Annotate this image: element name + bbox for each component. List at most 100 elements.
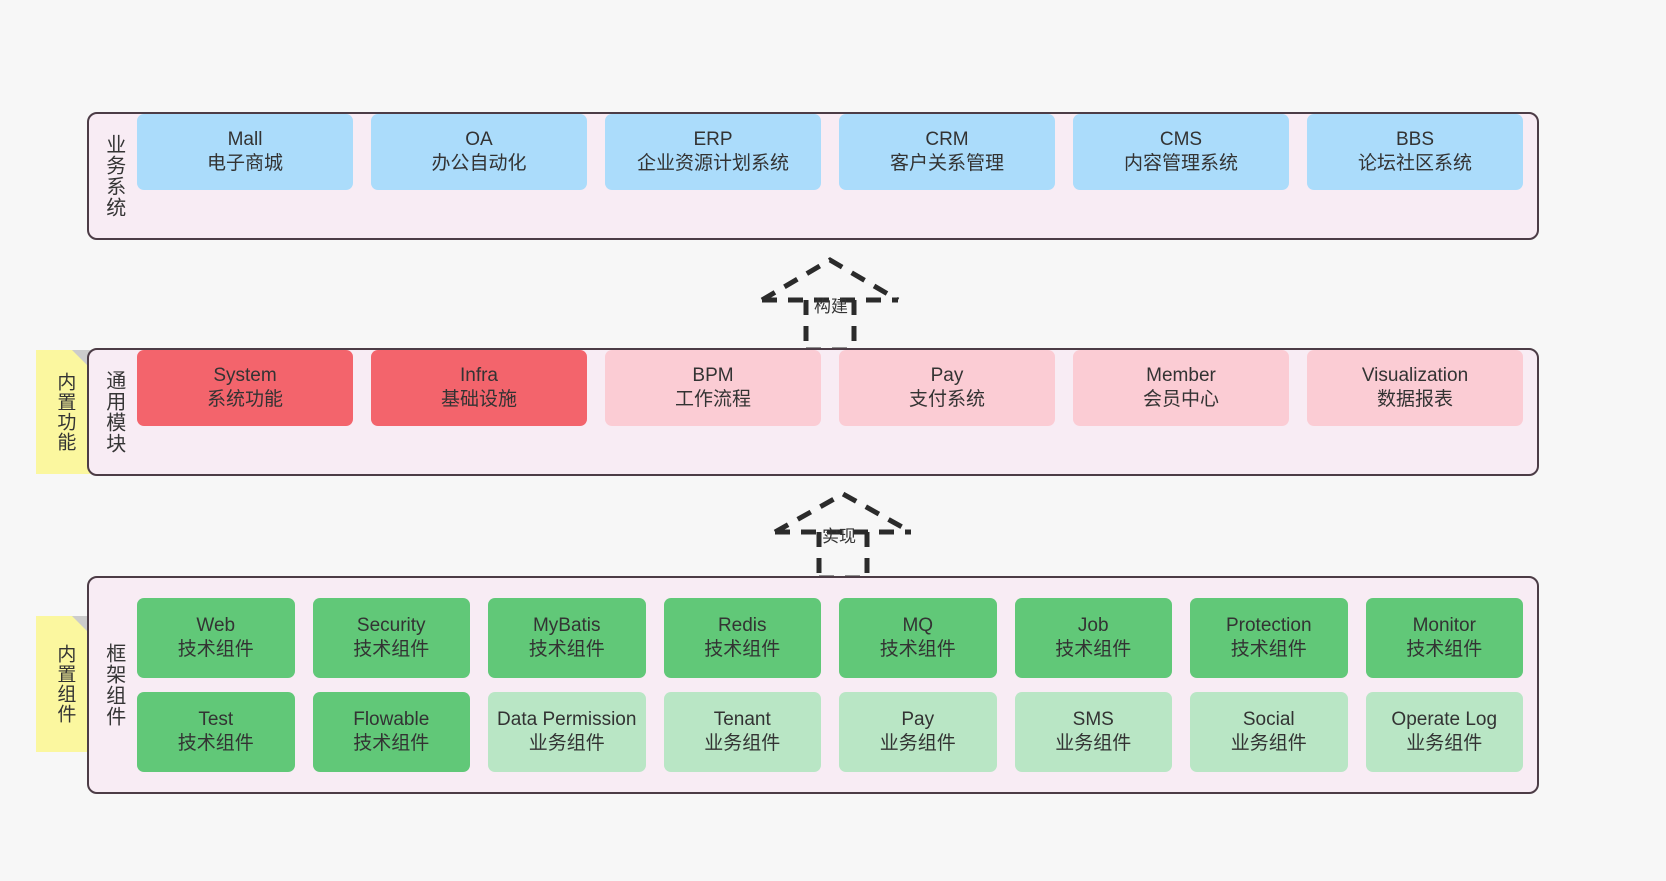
module-card-security[interactable]: Security 技术组件 xyxy=(312,598,470,678)
module-card-oa[interactable]: OA 办公自动化 xyxy=(371,114,587,190)
layer-title-framework: 框架组件 xyxy=(102,643,125,727)
module-card-system[interactable]: System 系统功能 xyxy=(137,350,353,426)
card-title: Mall xyxy=(227,129,263,151)
card-title: Visualization xyxy=(1361,365,1469,387)
connector-implement-label: 实现 xyxy=(822,527,856,546)
card-title: Redis xyxy=(717,615,767,637)
card-title: Flowable xyxy=(353,709,430,731)
layer-body-common: System 系统功能 Infra 基础设施 BPM 工作流程 Pay 支付系统… xyxy=(137,350,1537,426)
card-title: Infra xyxy=(459,365,499,387)
connector-build-label: 构建 xyxy=(814,297,848,316)
module-card-pay-business[interactable]: Pay 业务组件 xyxy=(839,692,997,772)
card-subtitle: 技术组件 xyxy=(1406,639,1483,660)
card-subtitle: 办公自动化 xyxy=(431,153,527,174)
card-title: CMS xyxy=(1159,129,1203,151)
module-card-member[interactable]: Member 会员中心 xyxy=(1073,350,1289,426)
module-card-bpm[interactable]: BPM 工作流程 xyxy=(605,350,821,426)
sticky-note-label: 内置组件 xyxy=(54,644,76,724)
module-card-mall[interactable]: Mall 电子商城 xyxy=(137,114,353,190)
layer-row: System 系统功能 Infra 基础设施 BPM 工作流程 Pay 支付系统… xyxy=(137,350,1523,426)
module-card-data-permission[interactable]: Data Permission 业务组件 xyxy=(488,692,646,772)
card-title: Operate Log xyxy=(1391,709,1498,731)
layer-title-common: 通用模块 xyxy=(102,370,125,454)
card-subtitle: 系统功能 xyxy=(206,389,283,410)
card-subtitle: 支付系统 xyxy=(908,389,985,410)
sticky-note-label: 内置功能 xyxy=(54,372,76,452)
card-title: Pay xyxy=(930,365,964,387)
layer-row: Test 技术组件 Flowable 技术组件 Data Permission … xyxy=(137,692,1523,772)
card-title: Social xyxy=(1242,709,1295,731)
card-title: BPM xyxy=(692,365,734,387)
card-subtitle: 内容管理系统 xyxy=(1123,153,1238,174)
card-subtitle: 技术组件 xyxy=(177,733,254,754)
layer-row: Web 技术组件 Security 技术组件 MyBatis 技术组件 Redi… xyxy=(137,598,1523,678)
card-subtitle: 业务组件 xyxy=(1230,733,1307,754)
card-subtitle: 技术组件 xyxy=(879,639,956,660)
module-card-redis[interactable]: Redis 技术组件 xyxy=(663,598,821,678)
module-card-mybatis[interactable]: MyBatis 技术组件 xyxy=(488,598,646,678)
card-title: MyBatis xyxy=(532,615,601,637)
card-subtitle: 技术组件 xyxy=(704,639,781,660)
sticky-note-builtin-components: 内置组件 xyxy=(36,616,92,752)
card-title: Pay xyxy=(901,709,935,731)
card-title: SMS xyxy=(1072,709,1114,731)
module-card-protection[interactable]: Protection 技术组件 xyxy=(1190,598,1348,678)
module-card-cms[interactable]: CMS 内容管理系统 xyxy=(1073,114,1289,190)
sticky-note-builtin-features: 内置功能 xyxy=(36,350,92,474)
card-title: Monitor xyxy=(1412,615,1476,637)
layer-title-business: 业务系统 xyxy=(102,134,125,218)
card-title: Tenant xyxy=(713,709,771,731)
module-card-web[interactable]: Web 技术组件 xyxy=(137,598,295,678)
module-card-crm[interactable]: CRM 客户关系管理 xyxy=(839,114,1055,190)
layer-business-systems: 业务系统 Mall 电子商城 OA 办公自动化 ERP 企业资源计划系统 CRM… xyxy=(87,112,1539,240)
card-title: MQ xyxy=(902,615,934,637)
card-title: ERP xyxy=(693,129,733,151)
module-card-sms[interactable]: SMS 业务组件 xyxy=(1014,692,1172,772)
module-card-erp[interactable]: ERP 企业资源计划系统 xyxy=(605,114,821,190)
module-card-monitor[interactable]: Monitor 技术组件 xyxy=(1365,598,1523,678)
card-title: System xyxy=(213,365,277,387)
module-card-pay[interactable]: Pay 支付系统 xyxy=(839,350,1055,426)
card-subtitle: 论坛社区系统 xyxy=(1357,153,1472,174)
card-subtitle: 业务组件 xyxy=(879,733,956,754)
card-subtitle: 技术组件 xyxy=(177,639,254,660)
module-card-infra[interactable]: Infra 基础设施 xyxy=(371,350,587,426)
card-title: BBS xyxy=(1395,129,1435,151)
layer-common-modules: 通用模块 System 系统功能 Infra 基础设施 BPM 工作流程 Pay… xyxy=(87,348,1539,476)
card-subtitle: 电子商城 xyxy=(206,153,283,174)
card-subtitle: 业务组件 xyxy=(704,733,781,754)
card-subtitle: 基础设施 xyxy=(440,389,517,410)
module-card-bbs[interactable]: BBS 论坛社区系统 xyxy=(1307,114,1523,190)
layer-body-framework: Web 技术组件 Security 技术组件 MyBatis 技术组件 Redi… xyxy=(137,578,1537,792)
card-title: Member xyxy=(1146,365,1216,387)
card-subtitle: 工作流程 xyxy=(674,389,751,410)
card-subtitle: 业务组件 xyxy=(1406,733,1483,754)
card-title: Web xyxy=(196,615,236,637)
card-subtitle: 技术组件 xyxy=(528,639,605,660)
card-subtitle: 业务组件 xyxy=(1055,733,1132,754)
card-title: Test xyxy=(198,709,234,731)
card-subtitle: 技术组件 xyxy=(1055,639,1132,660)
card-subtitle: 客户关系管理 xyxy=(889,153,1004,174)
layer-framework-components: 框架组件 Web 技术组件 Security 技术组件 MyBatis 技术组件… xyxy=(87,576,1539,794)
layer-body-business: Mall 电子商城 OA 办公自动化 ERP 企业资源计划系统 CRM 客户关系… xyxy=(137,114,1537,190)
card-subtitle: 数据报表 xyxy=(1376,389,1453,410)
card-title: Job xyxy=(1077,615,1109,637)
card-title: Data Permission xyxy=(497,709,637,731)
module-card-operate-log[interactable]: Operate Log 业务组件 xyxy=(1365,692,1523,772)
module-card-test[interactable]: Test 技术组件 xyxy=(137,692,295,772)
module-card-flowable[interactable]: Flowable 技术组件 xyxy=(312,692,470,772)
module-card-visualization[interactable]: Visualization 数据报表 xyxy=(1307,350,1523,426)
card-subtitle: 业务组件 xyxy=(528,733,605,754)
card-subtitle: 企业资源计划系统 xyxy=(636,153,789,174)
module-card-job[interactable]: Job 技术组件 xyxy=(1014,598,1172,678)
card-subtitle: 技术组件 xyxy=(1230,639,1307,660)
card-title: OA xyxy=(465,129,493,151)
layer-row: Mall 电子商城 OA 办公自动化 ERP 企业资源计划系统 CRM 客户关系… xyxy=(137,114,1523,190)
card-title: Security xyxy=(356,615,426,637)
module-card-mq[interactable]: MQ 技术组件 xyxy=(839,598,997,678)
module-card-social[interactable]: Social 业务组件 xyxy=(1190,692,1348,772)
card-title: Protection xyxy=(1225,615,1312,637)
module-card-tenant[interactable]: Tenant 业务组件 xyxy=(663,692,821,772)
